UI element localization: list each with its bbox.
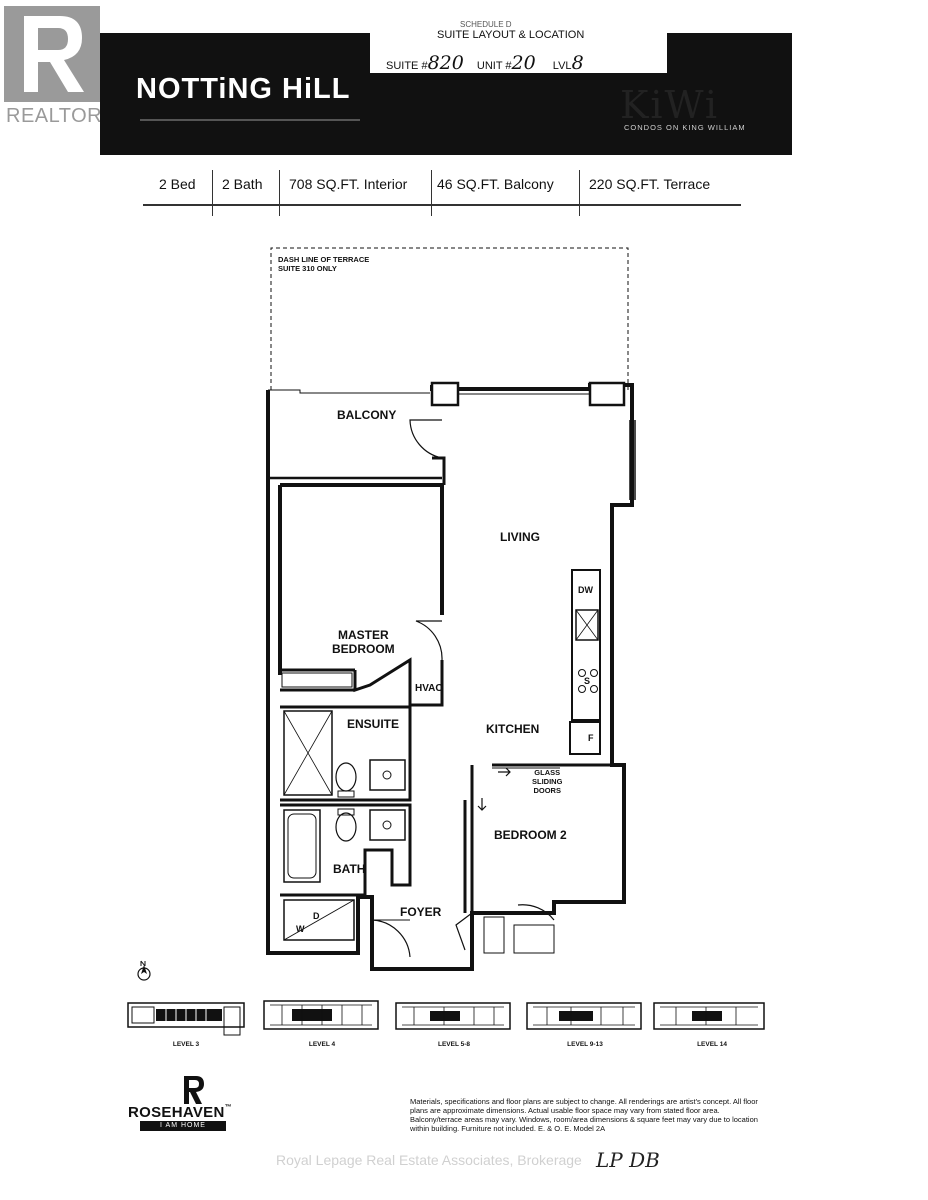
suite-stamp: SCHEDULE D SUITE LAYOUT & LOCATION SUITE… xyxy=(370,20,667,74)
room-balcony: BALCONY xyxy=(337,408,397,422)
stove-label: S xyxy=(584,676,591,686)
floor-plan-drawing xyxy=(266,247,636,971)
key-plan-label: LEVEL 4 xyxy=(308,1041,336,1048)
unit-label: UNIT # xyxy=(476,60,512,72)
room-label-line: MASTER xyxy=(338,628,389,642)
room-bedroom-2: BEDROOM 2 xyxy=(494,828,567,842)
handwritten-initials: LP DB xyxy=(596,1148,660,1172)
glass-sliding-doors-label: GLASS SLIDING DOORS xyxy=(532,768,562,795)
key-plan-level-4: LEVEL 4 xyxy=(262,995,382,1048)
rosehaven-emblem-icon xyxy=(184,1076,204,1104)
fridge-label: F xyxy=(588,733,594,743)
key-plan-level-5-8: LEVEL 5-8 xyxy=(394,995,514,1048)
trademark-mark: ™ xyxy=(224,1104,232,1111)
room-foyer: FOYER xyxy=(400,905,442,919)
glass-door-line: GLASS xyxy=(534,768,561,777)
realtor-logo: REALTOR® xyxy=(2,4,109,128)
schedule-label: SCHEDULE D xyxy=(460,20,512,29)
dishwasher-label: DW xyxy=(578,585,593,595)
spec-terrace: 220 SQ.FT. Terrace xyxy=(589,176,711,192)
key-plan-label: LEVEL 14 xyxy=(697,1041,727,1048)
terrace-note-line: SUITE 310 ONLY xyxy=(278,264,337,273)
unit-value: 20 xyxy=(511,52,536,74)
key-plan-level-9-13: LEVEL 9-13 xyxy=(525,995,645,1048)
key-plan-label: LEVEL 3 xyxy=(172,1041,200,1048)
realtor-wordmark: REALTOR xyxy=(6,105,103,127)
key-plan-level-14: LEVEL 14 xyxy=(652,995,772,1048)
key-plan-label: LEVEL 9-13 xyxy=(567,1041,603,1048)
room-hvac: HVAC xyxy=(415,683,443,694)
floor-plan: DASH LINE OF TERRACE SUITE 310 ONLY BALC… xyxy=(260,245,660,975)
spec-balcony: 46 SQ.FT. Balcony xyxy=(437,176,554,192)
disclaimer-text: Materials, specifications and floor plan… xyxy=(410,1097,758,1133)
spec-divider xyxy=(579,170,580,216)
rosehaven-logo: ROSEHAVEN™ I AM HOME xyxy=(128,1074,256,1136)
key-plan-level-3: LEVEL 3 xyxy=(126,995,246,1048)
rosehaven-name: ROSEHAVEN xyxy=(128,1104,225,1121)
room-bath: BATH xyxy=(333,862,366,876)
suite-label: SUITE # xyxy=(386,60,428,72)
spec-divider xyxy=(279,170,280,216)
kiwi-logo: KiWi xyxy=(620,83,720,127)
room-kitchen: KITCHEN xyxy=(486,722,540,736)
room-label-line: BEDROOM xyxy=(332,642,395,656)
title-underline xyxy=(140,119,360,121)
spec-bedrooms: 2 Bed xyxy=(159,176,196,192)
glass-door-line: SLIDING xyxy=(532,777,563,786)
suite-value: 820 xyxy=(427,52,464,74)
terrace-note: DASH LINE OF TERRACE SUITE 310 ONLY xyxy=(278,255,369,273)
brokerage-watermark: Royal Lepage Real Estate Associates, Bro… xyxy=(276,1152,582,1168)
header-banner: NOTTiNG HiLL KiWi CONDOS ON KING WILLIAM xyxy=(100,33,792,155)
terrace-note-line: DASH LINE OF TERRACE xyxy=(278,255,370,264)
room-master-bedroom: MASTER BEDROOM xyxy=(332,628,395,656)
north-arrow-icon xyxy=(136,960,152,982)
spec-divider xyxy=(431,170,432,216)
suite-layout-heading: SUITE LAYOUT & LOCATION xyxy=(437,29,585,41)
spec-interior: 708 SQ.FT. Interior xyxy=(289,176,408,192)
spec-bathrooms: 2 Bath xyxy=(222,176,263,192)
washer-label: W xyxy=(296,924,305,934)
level-value: 8 xyxy=(571,52,584,74)
key-plan-label: LEVEL 5-8 xyxy=(437,1041,471,1048)
dryer-label: D xyxy=(313,911,320,921)
spec-rule xyxy=(143,204,741,206)
rosehaven-tagline: I AM HOME xyxy=(140,1121,226,1131)
suite-model-title: NOTTiNG HiLL xyxy=(136,73,351,105)
suite-info-line: SUITE #820 UNIT #20 LVL8 xyxy=(386,52,584,74)
kiwi-subtitle: CONDOS ON KING WILLIAM xyxy=(624,123,746,132)
room-living: LIVING xyxy=(500,530,541,544)
suite-specs: 2 Bed 2 Bath 708 SQ.FT. Interior 46 SQ.F… xyxy=(143,170,741,224)
room-ensuite: ENSUITE xyxy=(347,717,400,731)
level-label: LVL xyxy=(552,60,572,72)
realtor-r-icon xyxy=(4,6,100,102)
spec-divider xyxy=(212,170,213,216)
glass-door-line: DOORS xyxy=(533,786,561,795)
